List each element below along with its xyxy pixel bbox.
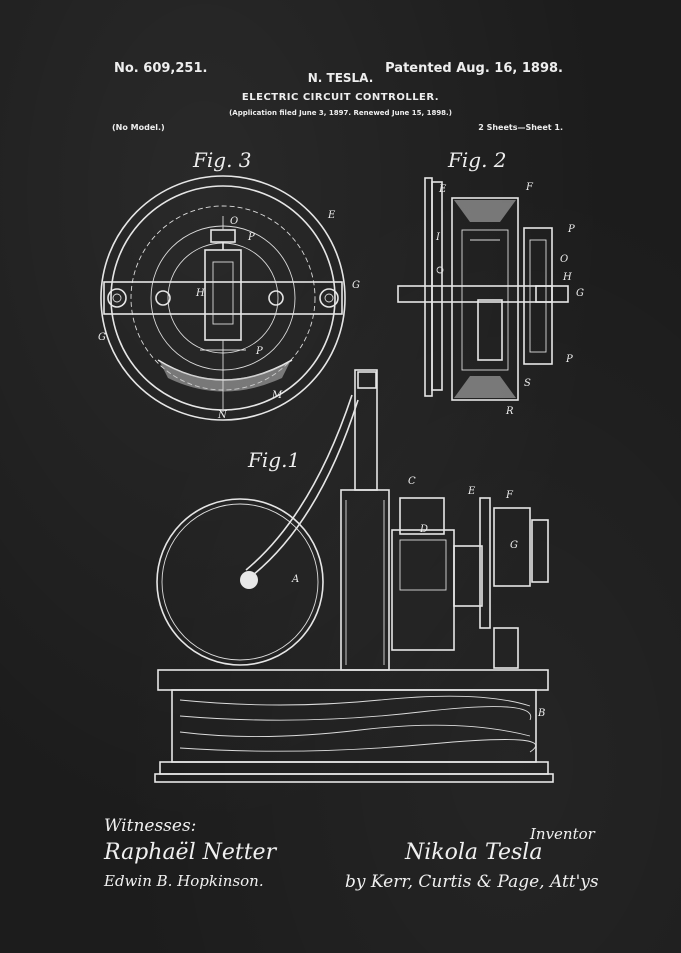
svg-text:B: B [537, 708, 545, 719]
svg-text:P: P [247, 232, 255, 243]
svg-text:G: G [352, 280, 360, 291]
svg-text:O: O [560, 254, 568, 265]
svg-text:M: M [271, 390, 283, 401]
fig1-label: Fig.1 [248, 448, 301, 472]
witness-1-signature: Raphaël Netter [104, 840, 277, 865]
svg-text:G: G [576, 288, 584, 299]
inventor-label: Inventor [530, 825, 595, 843]
fig3-label: Fig. 3 [193, 148, 252, 172]
witness-2-signature: Edwin B. Hopkinson. [104, 872, 264, 890]
svg-text:H: H [195, 288, 205, 299]
svg-text:H: H [562, 272, 572, 283]
svg-text:F: F [525, 182, 534, 193]
patent-number: No. 609,251. [114, 61, 208, 76]
svg-text:E: E [467, 486, 476, 497]
svg-text:I: I [435, 232, 441, 243]
fig1-drawing: C E F D G A B [154, 369, 554, 783]
model-note: (No Model.) [112, 123, 165, 132]
fig2-drawing: E F I P O H G P S R [397, 177, 584, 417]
svg-text:N: N [217, 410, 228, 421]
application-line: (Application filed June 3, 1897. Renewed… [229, 109, 452, 117]
fig3-drawing: O P E G H G P M N [98, 175, 360, 421]
svg-text:E: E [438, 184, 447, 195]
witnesses-label: Witnesses: [104, 816, 197, 836]
svg-text:A: A [291, 574, 299, 585]
fig2-label: Fig. 2 [448, 148, 507, 172]
svg-text:R: R [505, 406, 514, 417]
svg-text:P: P [565, 354, 573, 365]
inventor-signature: Nikola Tesla [405, 840, 543, 865]
svg-text:S: S [524, 378, 531, 389]
svg-text:P: P [567, 224, 575, 235]
svg-text:D: D [419, 524, 428, 535]
svg-text:O: O [230, 216, 238, 227]
svg-text:E: E [327, 210, 336, 221]
svg-text:G: G [98, 332, 106, 343]
svg-text:C: C [408, 476, 416, 487]
inventor-name: N. TESLA. [307, 71, 374, 85]
svg-text:F: F [505, 490, 514, 501]
svg-text:P: P [255, 346, 263, 357]
sheet-note: 2 Sheets—Sheet 1. [478, 123, 563, 132]
patent-title: ELECTRIC CIRCUIT CONTROLLER. [241, 92, 440, 103]
patented-date: Patented Aug. 16, 1898. [385, 61, 563, 76]
attorneys-signature: by Kerr, Curtis & Page, Att'ys [345, 872, 599, 892]
svg-text:G: G [510, 540, 518, 551]
